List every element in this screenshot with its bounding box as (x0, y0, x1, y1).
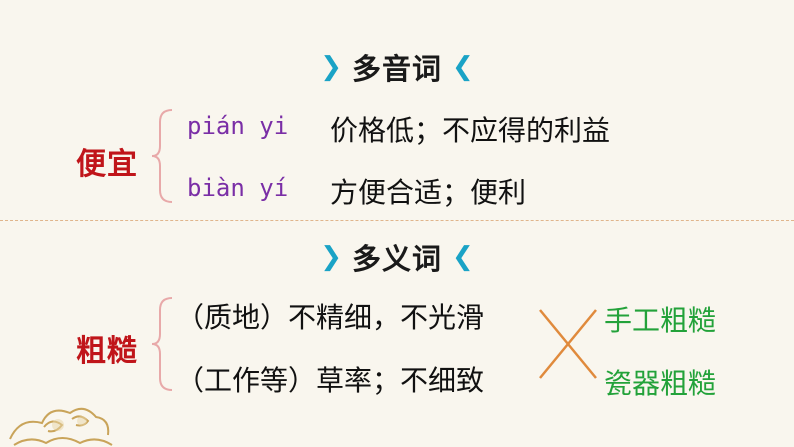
meaning-2: 方便合适；便利 (330, 176, 527, 209)
brace-icon (151, 297, 173, 391)
chevron-left-icon: ❮ (452, 52, 474, 82)
usage-2: 瓷器粗糙 (604, 367, 717, 400)
chevron-left-icon: ❮ (452, 242, 474, 272)
section-divider (0, 220, 794, 221)
section2-heading-text: 多义词 (351, 242, 442, 276)
chevron-right-icon: ❯ (320, 242, 342, 272)
chevron-right-icon: ❯ (320, 52, 342, 82)
section1-heading-text: 多音词 (351, 52, 442, 86)
meaning-1: 价格低；不应得的利益 (330, 114, 611, 147)
brace-icon (151, 109, 173, 203)
pinyin-1: pián yi (187, 112, 289, 140)
section1-heading: ❯ 多音词 ❮ (0, 46, 794, 88)
section2-word: 粗糙 (76, 334, 138, 369)
cloud-ornament-icon (9, 407, 113, 446)
pinyin-2: biàn yí (187, 174, 289, 202)
section2-heading: ❯ 多义词 ❮ (0, 236, 794, 278)
section1-word: 便宜 (76, 147, 138, 182)
meaning-3: （质地）不精细，不光滑 (176, 301, 485, 334)
usage-1: 手工粗糙 (604, 304, 717, 337)
cross-link-icon (539, 309, 597, 379)
meaning-4: （工作等）草率；不细致 (176, 364, 485, 397)
